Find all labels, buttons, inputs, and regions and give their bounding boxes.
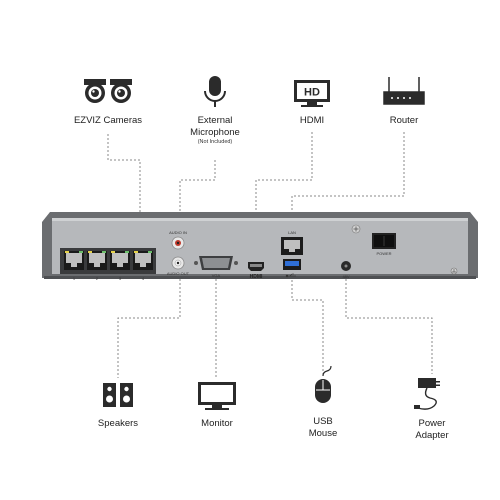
microphone-note: (Not Included) [197, 138, 233, 145]
mouse-label: USB Mouse [308, 416, 338, 439]
hd-display-icon: HD [294, 80, 330, 107]
connector-microphone [179, 160, 216, 237]
router-icon [383, 77, 425, 105]
hd-icon-text: HD [304, 87, 320, 99]
connector-power [345, 275, 433, 374]
camera-icon [84, 79, 132, 103]
router-label: Router [389, 115, 419, 126]
poe-port-1 [64, 251, 84, 270]
poe-port-3 [110, 251, 130, 270]
poe-ports [60, 248, 156, 274]
power-adapter-icon [414, 378, 440, 410]
hdmi-label: HDMI [299, 115, 325, 126]
audio-in-label: AUDIO IN [169, 230, 187, 235]
monitor-icon [198, 382, 236, 410]
vga-port [194, 256, 238, 270]
poe-port-4 [133, 251, 153, 270]
dc-power-jack [341, 261, 351, 271]
lan-label: LAN [288, 230, 296, 235]
nvr-device: 1 2 3 4 AUDIO IN AUDIO OUT VGA [42, 212, 478, 281]
port-number-2: 2 [96, 276, 99, 281]
audio-out-label: AUDIO OUT [167, 271, 190, 276]
lan-port [281, 237, 303, 255]
dc-voltage-label: 48V [342, 274, 349, 279]
screw-icon [351, 224, 361, 234]
usb-symbol-icon [285, 273, 296, 278]
hdmi-port [248, 262, 264, 271]
poe-port-2 [87, 251, 107, 270]
power-adapter-label: Power Adapter [415, 418, 449, 441]
connector-cameras [107, 134, 141, 252]
mouse-icon [315, 365, 332, 403]
connector-speakers [117, 275, 181, 378]
speakers-label: Speakers [97, 418, 139, 429]
power-label: POWER [376, 251, 391, 256]
monitor-label: Monitor [201, 418, 233, 429]
power-switch [372, 233, 396, 249]
microphone-label: External Microphone (Not Included) [175, 115, 255, 146]
vga-label: VGA [212, 273, 221, 278]
microphone-label-text: External Microphone [190, 115, 240, 138]
ground-icon [450, 267, 458, 275]
speakers-icon [103, 383, 133, 407]
port-number-3: 3 [119, 276, 122, 281]
audio-out-jack [171, 256, 185, 270]
usb-port [283, 259, 301, 270]
connector-mouse [291, 268, 324, 376]
cameras-label: EZVIZ Cameras [73, 115, 143, 126]
audio-in-jack [171, 236, 185, 250]
microphone-icon [204, 76, 226, 107]
hdmi-logo-label: HDMI [250, 274, 263, 280]
port-number-4: 4 [142, 276, 145, 281]
port-number-1: 1 [73, 276, 76, 281]
